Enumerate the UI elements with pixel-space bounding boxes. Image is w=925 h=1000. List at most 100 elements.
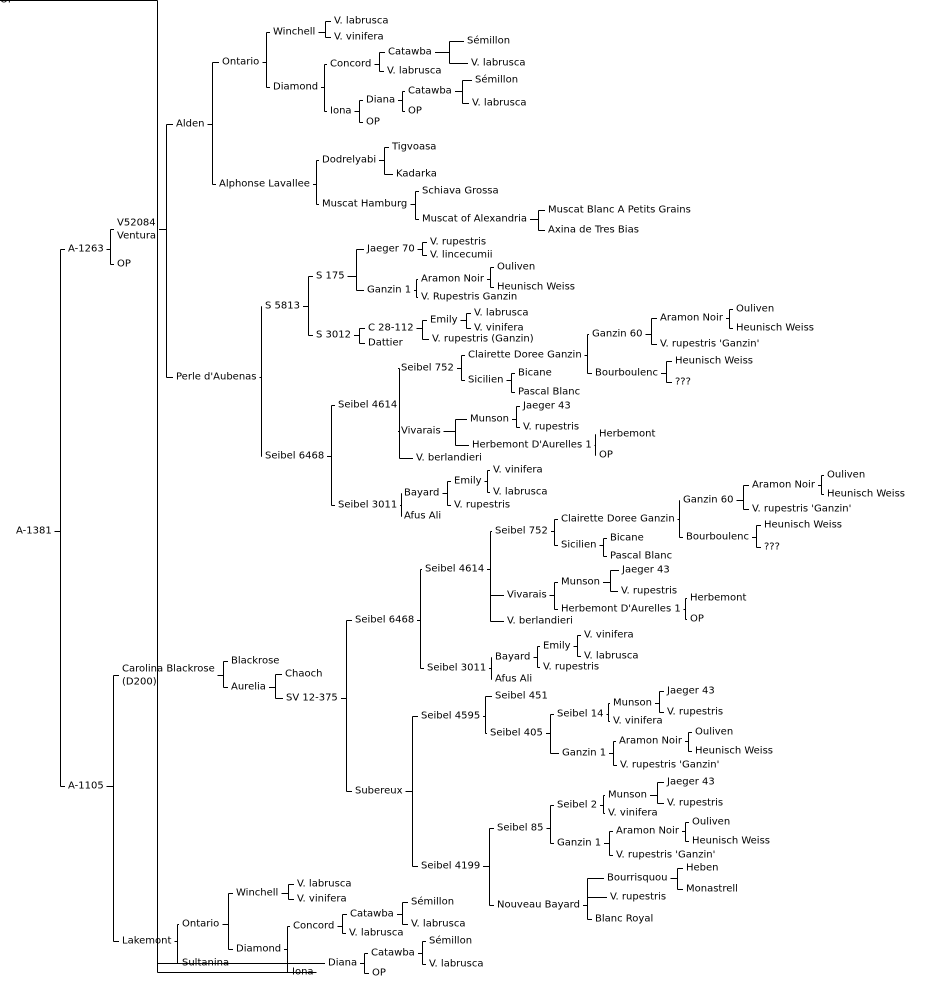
connector-0-1-1: [174, 924, 179, 964]
connector-0-0-0-0-0-1-0-0: [434, 41, 468, 64]
node-v-labrusca: V. labrusca: [493, 487, 547, 498]
node-herbemont: Herbemont: [690, 593, 746, 604]
node-v-rupestris: V. rupestris: [523, 422, 579, 433]
node-s-5813: S 5813: [265, 301, 300, 312]
node-ouliven: Ouliven: [692, 817, 730, 828]
connector-0-0-0: [159, 124, 173, 378]
connector-0-1-0-1-1-1-1-0-0-0: [649, 782, 664, 804]
connector-0-0-0-0-0-1-1: [354, 100, 363, 123]
connector-0-1-0-1-1-0-1-0: [533, 646, 540, 668]
connector-0-0-0-0-1-1: [410, 191, 419, 220]
node-vivarais: Vivarais: [507, 590, 547, 601]
node-heunisch-weiss: Heunisch Weiss: [827, 489, 905, 500]
node-seibel-85: Seibel 85: [497, 823, 543, 834]
node-label-line: Carolina Blackrose: [122, 663, 215, 674]
connector-0-1-0-1-1-0-0-0: [550, 519, 558, 546]
connector-0-1-0-1-1-0-0-1-0: [602, 570, 619, 592]
connector-0-1-0-1-1-0-0-1-1: [683, 598, 687, 620]
connector-0-1-0-1-1-0-0-0-1: [599, 538, 607, 557]
node-blackrose: Blackrose: [231, 656, 279, 667]
node-concord: Concord: [330, 59, 371, 70]
node-v-vinifera: V. vinifera: [474, 323, 524, 334]
node-s-millon: Sémillon: [475, 74, 518, 86]
node-bicane: Bicane: [610, 533, 644, 544]
node-aramon-noir: Aramon Noir: [616, 826, 680, 837]
node-seibel-6468: Seibel 6468: [265, 451, 324, 462]
connector-0-1-1-0-1-0: [337, 914, 347, 934]
node-ganzin-1: Ganzin 1: [557, 838, 601, 849]
node-op: OP: [408, 106, 422, 117]
node-seibel-14: Seibel 14: [557, 709, 603, 720]
node-diana: Diana: [328, 958, 357, 969]
node-v-labrusca: V. labrusca: [334, 16, 388, 27]
node-ouliven: Ouliven: [497, 262, 535, 273]
connector-0-1-0-1-1-1-0-1-0: [606, 703, 610, 722]
connector-0-1-0-1-1-0-0-0-0: [677, 500, 683, 538]
connector-0-1-1-0-0: [281, 884, 294, 900]
connector-0-0-0-0-0-1: [321, 64, 327, 112]
connector-0-1-0-1-1-1-1-0: [546, 805, 554, 844]
node-seibel-752: Seibel 752: [495, 526, 548, 537]
node-sultanina: Sultanina: [182, 958, 229, 969]
node-tigvoasa: Tigvoasa: [391, 142, 436, 153]
node-muscat-blanc-a-petits-grains: Muscat Blanc A Petits Grains: [548, 205, 691, 216]
node-afus-ali: Afus Ali: [404, 511, 441, 522]
node-bourboulenc: Bourboulenc: [595, 368, 658, 379]
node-seibel-4614: Seibel 4614: [338, 400, 397, 411]
connector-0-1-0-1-1-1-0: [483, 696, 492, 734]
node-c-28-112: C 28-112: [368, 323, 414, 334]
node-herbemont-d-aurelles-1: Herbemont D'Aurelles 1: [472, 440, 592, 451]
connector-0-1-0-1-1-0-0-0-0-1: [751, 525, 761, 548]
node-heunisch-weiss: Heunisch Weiss: [764, 520, 842, 531]
node-catawba: Catawba: [350, 909, 394, 920]
node-emily: Emily: [543, 641, 571, 652]
node-v-rupestris: V. rupestris: [667, 798, 723, 809]
node-v-labrusca: V. labrusca: [474, 308, 528, 319]
node-munson: Munson: [561, 577, 600, 588]
connector-0-0-0-1-1-0-0: [456, 355, 465, 381]
node-v-rupestris-ganzin: V. rupestris (Ganzin): [432, 334, 534, 345]
node-s-millon: Sémillon: [467, 35, 510, 47]
connector-0-0-0-0-1: [312, 160, 319, 205]
node-alphonse-lavallee: Alphonse Lavallee: [219, 179, 310, 190]
connector-0-0-0-1-1-0-0-0-0: [645, 318, 657, 345]
node-heunisch-weiss: Heunisch Weiss: [692, 836, 770, 847]
connector-0-1-1-0: [222, 893, 233, 950]
node-jaeger-70: Jaeger 70: [366, 244, 415, 255]
node-a-1263: A-1263: [68, 244, 104, 255]
node-: ???: [764, 542, 780, 553]
node-v-vinifera: V. vinifera: [493, 465, 543, 476]
node-label-line: V52084: [117, 217, 156, 228]
node-heunisch-weiss: Heunisch Weiss: [675, 356, 753, 367]
node-seibel-4614: Seibel 4614: [425, 564, 484, 575]
connector-0-1: [106, 675, 119, 942]
node-monastrell: Monastrell: [686, 884, 738, 895]
node-: ???: [675, 377, 691, 388]
node-v-rupestris: V. rupestris: [667, 707, 723, 718]
node-blanc-royal: Blanc Royal: [595, 914, 653, 925]
connector-0-0-0-1: [259, 306, 262, 457]
node-iona: Iona: [292, 967, 314, 978]
node-bourboulenc: Bourboulenc: [686, 532, 749, 543]
node-seibel-451: Seibel 451: [495, 691, 548, 702]
connector-0-0-0-0: [207, 62, 219, 185]
connector-0-0-0-1-0: [302, 276, 313, 336]
node-munson: Munson: [608, 790, 647, 801]
connector-0-1-1-0-1: [284, 926, 290, 973]
node-ouliven: Ouliven: [736, 304, 774, 315]
node-v-rupestris: V. rupestris: [610, 892, 666, 903]
node-alden: Alden: [176, 119, 204, 130]
connector-0-0-0-1-1-0-0-0-1: [660, 361, 672, 383]
node-chaoch: Chaoch: [285, 669, 322, 680]
connector-0-1-1-0-1-1-0: [360, 953, 369, 974]
node-emily: Emily: [454, 476, 482, 487]
node-munson: Munson: [470, 414, 509, 425]
node-seibel-4595: Seibel 4595: [421, 711, 480, 722]
node-v-vinifera: V. vinifera: [608, 808, 658, 819]
node-ganzin-1: Ganzin 1: [562, 748, 606, 759]
pedigree-connector-lines: [0, 0, 824, 974]
node-v-rupestris: V. rupestris: [621, 586, 677, 597]
connector-0-1-0-1-1-1-0-1-0-0: [654, 691, 664, 713]
